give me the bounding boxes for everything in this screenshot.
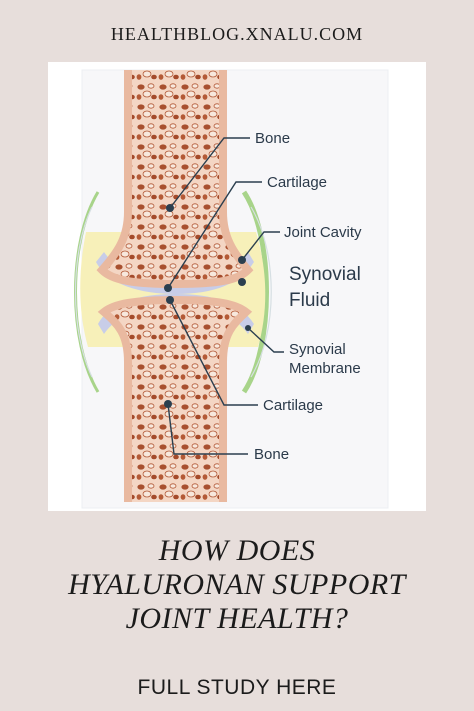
label-synovial-membrane-1: Synovial: [289, 341, 346, 358]
capsule-outline-left: [74, 206, 93, 378]
headline-line-3: JOINT HEALTH?: [125, 602, 349, 635]
headline-line-1: HOW DOES: [158, 534, 316, 567]
headline-line-2: HYALURONAN SUPPORT: [68, 568, 406, 601]
leader-lines: [167, 137, 284, 455]
bone-top-shape: [96, 70, 254, 289]
full-study-link[interactable]: FULL STUDY HERE: [137, 676, 337, 699]
label-cartilage-bottom: Cartilage: [263, 397, 323, 414]
headline: HOW DOES HYALURONAN SUPPORT JOINT HEALTH…: [0, 534, 474, 636]
label-synovial-fluid-1: Synovial: [289, 264, 361, 285]
label-joint-cavity: Joint Cavity: [284, 224, 362, 241]
leader-dots: [164, 204, 251, 408]
label-bone-bottom: Bone: [254, 446, 289, 463]
label-synovial-fluid-2: Fluid: [289, 290, 330, 311]
joint-diagram-panel: Bone Cartilage Joint Cavity Synovial Flu…: [48, 62, 426, 511]
capsule-outline-right: [250, 206, 272, 378]
label-synovial-membrane-2: Membrane: [289, 360, 361, 377]
joint-diagram: Bone Cartilage Joint Cavity Synovial Flu…: [74, 69, 389, 509]
label-bone-top: Bone: [255, 130, 290, 147]
label-cartilage-top: Cartilage: [267, 174, 327, 191]
site-domain[interactable]: HEALTHBLOG.XNALU.COM: [110, 24, 364, 44]
